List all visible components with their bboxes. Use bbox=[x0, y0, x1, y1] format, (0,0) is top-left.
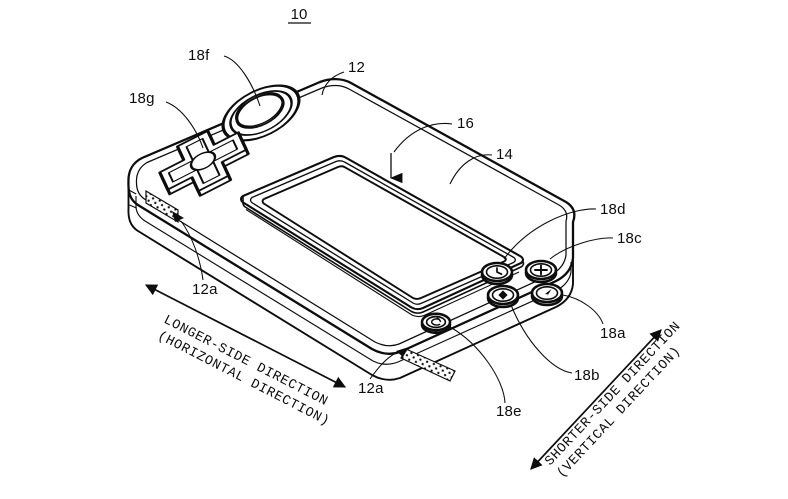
speaker-grille-left bbox=[145, 189, 179, 224]
callout-18c-label: 18c bbox=[617, 230, 642, 247]
callout-14: 14 bbox=[449, 146, 513, 185]
callout-18c-leader bbox=[549, 237, 614, 260]
home-button[interactable] bbox=[420, 312, 452, 335]
callout-18d-label: 18d bbox=[600, 201, 626, 218]
button-18d-glyph bbox=[496, 267, 503, 276]
figure-number-text: 10 bbox=[291, 6, 308, 23]
callout-16-label: 16 bbox=[457, 115, 474, 132]
home-button-glyph bbox=[430, 317, 442, 326]
button-18a-glyph bbox=[545, 289, 552, 298]
callout-18a-leader bbox=[562, 294, 604, 325]
callout-18e-label: 18e bbox=[496, 403, 522, 420]
longer-side-arrow bbox=[144, 284, 347, 388]
display-bezel-thickness bbox=[242, 196, 525, 314]
callout-18g: 18g bbox=[129, 90, 204, 149]
callout-18b-label: 18b bbox=[574, 367, 600, 384]
callout-18c: 18c bbox=[549, 230, 642, 260]
housing-top-inner-rim bbox=[135, 84, 568, 222]
direction-indicator-shorter-side: SHORTER-SIDE DIRECTION (VERTICAL DIRECTI… bbox=[530, 319, 685, 481]
callout-18f-label: 18f bbox=[188, 47, 210, 64]
face-button-upper-right[interactable] bbox=[524, 259, 558, 284]
callout-18g-label: 18g bbox=[129, 90, 155, 107]
shorter-side-line2: (VERTICAL DIRECTION) bbox=[555, 344, 685, 481]
face-button-lower-right[interactable] bbox=[530, 282, 564, 307]
analog-stick[interactable] bbox=[214, 74, 308, 151]
callout-14-leader bbox=[449, 154, 493, 185]
housing-left-facet-a bbox=[128, 189, 137, 195]
callout-12: 12 bbox=[321, 59, 365, 96]
figure-number: 10 bbox=[288, 6, 311, 24]
display-assembly bbox=[240, 154, 525, 318]
callout-16: 16 bbox=[389, 115, 474, 184]
display-screen bbox=[261, 165, 507, 300]
housing-front-lip-line bbox=[135, 196, 572, 365]
callout-18d: 18d bbox=[503, 201, 626, 260]
callout-12a-bottom-label: 12a bbox=[358, 380, 384, 397]
callout-14-label: 14 bbox=[496, 146, 513, 163]
button-18b-glyph bbox=[498, 290, 508, 300]
callout-18f: 18f bbox=[188, 47, 261, 107]
dpad-center bbox=[189, 151, 217, 171]
face-button-cluster bbox=[480, 259, 564, 309]
callout-18e: 18e bbox=[449, 326, 522, 420]
callout-18e-leader bbox=[449, 326, 506, 404]
callout-18f-leader bbox=[223, 55, 261, 107]
callout-12a-left-label: 12a bbox=[192, 281, 218, 298]
speaker-grille-left-area bbox=[145, 189, 179, 224]
home-button-rim bbox=[425, 315, 447, 329]
display-bezel-shadow bbox=[245, 209, 520, 318]
shorter-side-arrow bbox=[530, 329, 662, 470]
housing-top-inner-rim-lower bbox=[135, 182, 567, 347]
callout-12-leader bbox=[321, 71, 345, 96]
callout-12a-bottom-leader bbox=[369, 352, 397, 380]
housing-left-facet-b bbox=[129, 204, 137, 209]
callout-18a: 18a bbox=[562, 294, 626, 342]
callout-12a-bottom: 12a bbox=[358, 347, 409, 397]
callout-16-leader bbox=[393, 122, 453, 153]
button-18c-glyph bbox=[534, 264, 548, 276]
callout-18g-leader bbox=[165, 101, 204, 149]
display-bezel-inner bbox=[249, 160, 516, 305]
face-button-upper-left[interactable] bbox=[480, 261, 514, 286]
direction-pad[interactable] bbox=[153, 119, 254, 208]
callout-12a-left-leader bbox=[180, 220, 204, 281]
callout-12a-bottom-pointer bbox=[396, 347, 409, 357]
callout-18d-leader bbox=[503, 208, 597, 260]
callout-18a-label: 18a bbox=[600, 325, 626, 342]
longer-side-line2: (HORIZONTAL DIRECTION) bbox=[155, 329, 332, 430]
face-button-lower-left[interactable] bbox=[486, 284, 520, 309]
analog-stick-cap-top bbox=[235, 92, 284, 128]
callout-12a-left-pointer bbox=[172, 211, 184, 222]
callout-12-label: 12 bbox=[348, 59, 365, 76]
